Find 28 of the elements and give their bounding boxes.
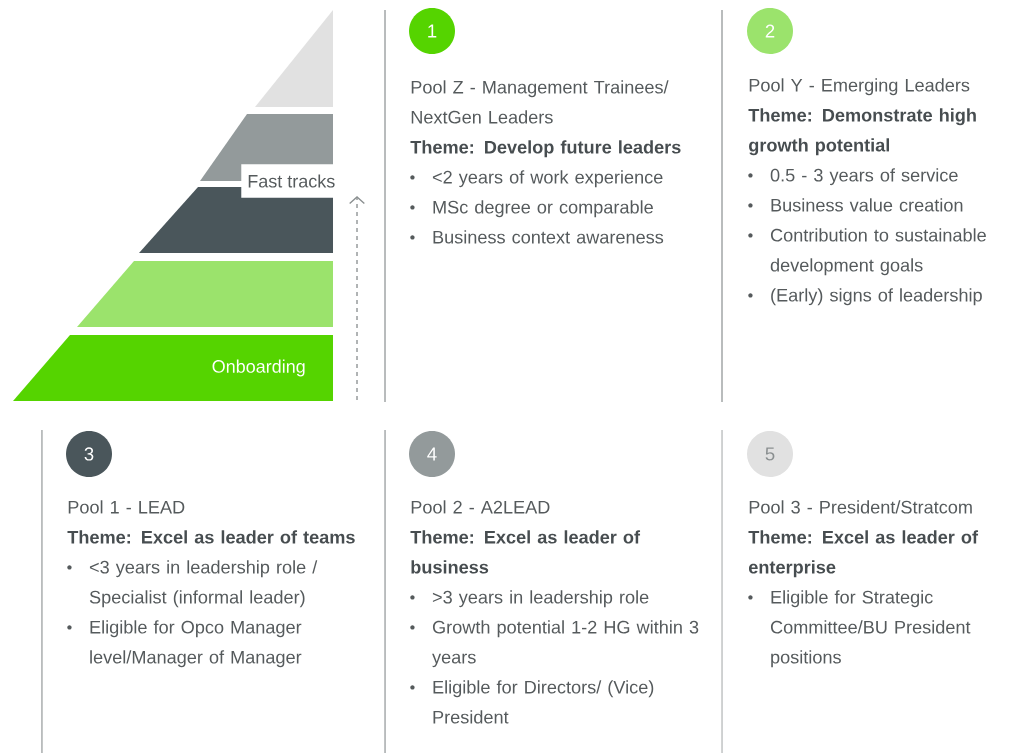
pool-title: Pool 3 - President/Stratcom — [749, 500, 972, 514]
pool-title: Pool Z - Management Trainees/ NextGen Leaders — [411, 80, 669, 124]
bullet-item: Eligible for Directors/ (Vice) President — [410, 680, 654, 724]
bullet-item: Eligible for Strategic Committee/BU President positions — [748, 590, 971, 668]
bullet-item: <3 years in leadership role / Specialist (informal leader) — [67, 560, 318, 608]
bullet-item: Business value creation — [748, 198, 963, 212]
pyramid-layer — [139, 187, 333, 253]
theme-text: Theme: Demonstrate high growth potential — [748, 108, 976, 156]
pyramid-layer: Onboarding — [13, 335, 333, 401]
pool-title: Pool Y - Emerging Leaders — [749, 78, 970, 96]
bullet-item: 0.5 - 3 years of service — [748, 168, 958, 186]
theme-text: Theme: Develop future leaders — [410, 140, 681, 158]
bullet-item: MSc degree or comparable — [410, 200, 653, 218]
theme-text: Theme: Excel as leader of teams — [67, 530, 355, 544]
pyramid-top — [255, 10, 333, 107]
pyramid-layer — [77, 261, 333, 327]
bullet-item: (Early) signs of leadership — [748, 288, 982, 306]
pool-title: Pool 1 - LEAD — [68, 500, 185, 514]
bullet-item: Growth potential 1-2 HG within 3 years — [410, 620, 699, 668]
label-box: Fast tracks — [241, 164, 342, 198]
theme-text: Theme: Excel as leader of business — [410, 530, 641, 574]
theme-text: Theme: Excel as leader of enterprise — [748, 530, 979, 578]
bullet-item: <2 years of work experience — [410, 170, 663, 188]
bullet-item: >3 years in leadership role — [410, 590, 649, 608]
bullet-item: Business context awareness — [410, 230, 664, 244]
bullet-item: Contribution to sustainable development goals — [748, 228, 986, 276]
pool-title: Pool 2 - A2LEAD — [411, 500, 550, 514]
bullet-item: Eligible for Opco Manager level/Manager of Manager — [67, 620, 302, 668]
